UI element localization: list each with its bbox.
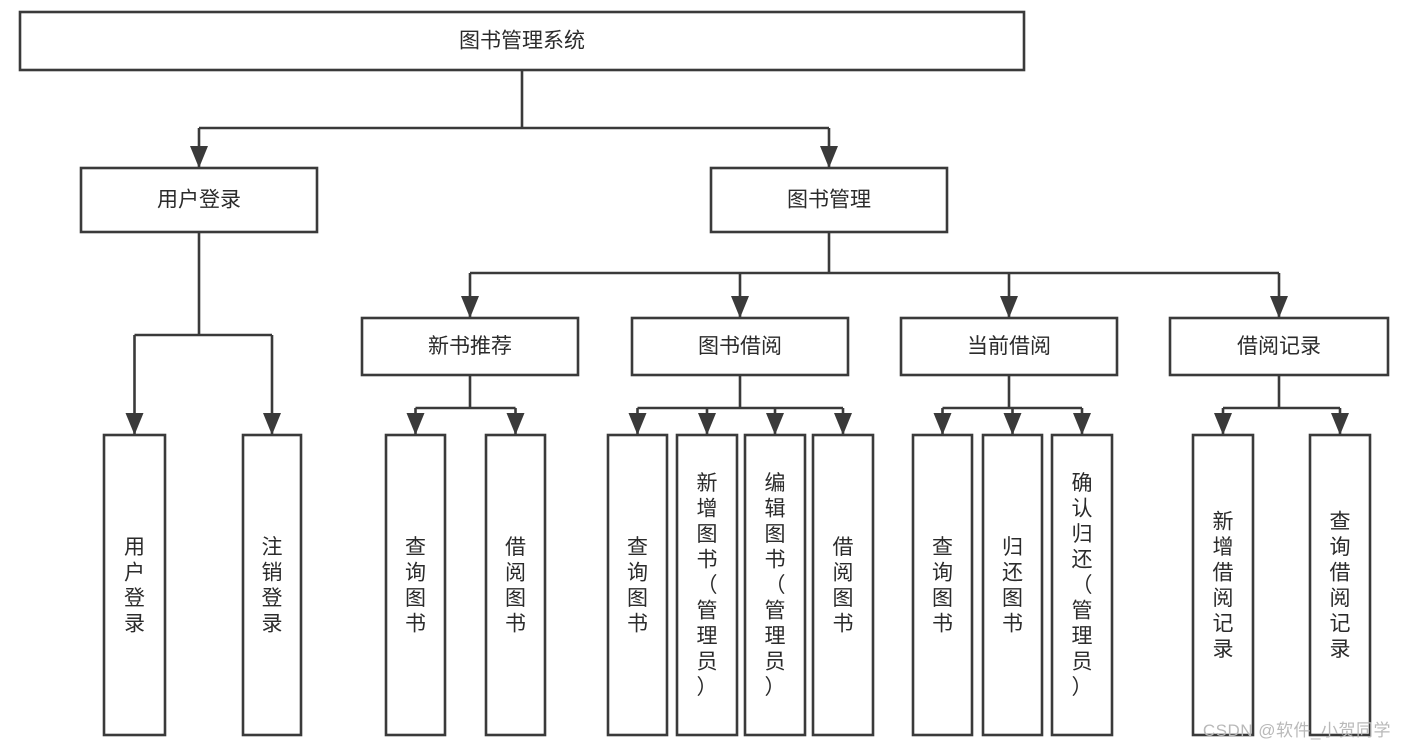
node-label: 查询借阅记录 — [1330, 510, 1351, 661]
node-label: 归还图书 — [1002, 536, 1023, 636]
arrow-head-icon — [190, 146, 208, 168]
node-user-login[interactable]: 用户登录 — [79, 166, 319, 234]
node-leaf-query-book-rec[interactable]: 查询图书 — [384, 433, 447, 737]
node-box[interactable] — [709, 166, 949, 234]
node-layer: 图书管理系统用户登录图书管理新书推荐图书借阅当前借阅借阅记录用户登录注销登录查询… — [18, 10, 1390, 737]
arrow-head-icon — [1214, 413, 1232, 435]
node-label: 确认归还（管理员） — [1072, 472, 1093, 699]
arrow-head-icon — [698, 413, 716, 435]
node-box[interactable] — [1168, 316, 1390, 377]
node-leaf-user-login[interactable]: 用户登录 — [102, 433, 167, 737]
arrow-head-icon — [406, 413, 425, 435]
node-box[interactable] — [1050, 433, 1114, 737]
node-book-borrow[interactable]: 图书借阅 — [630, 316, 850, 377]
arrow-head-icon — [263, 413, 281, 435]
arrow-head-icon — [766, 413, 784, 435]
node-box[interactable] — [606, 433, 669, 737]
node-leaf-edit-book[interactable]: 编辑图书（管理员） — [743, 433, 807, 737]
arrow-head-icon — [1003, 413, 1022, 435]
node-box[interactable] — [911, 433, 974, 737]
node-root[interactable]: 图书管理系统 — [18, 10, 1026, 72]
node-label: 新书推荐 — [428, 335, 512, 358]
node-box[interactable] — [484, 433, 547, 737]
node-box[interactable] — [981, 433, 1044, 737]
node-label: 借阅记录 — [1237, 335, 1321, 358]
node-box[interactable] — [384, 433, 447, 737]
node-box[interactable] — [102, 433, 167, 737]
node-leaf-query-book-cur[interactable]: 查询图书 — [911, 433, 974, 737]
node-label: 用户登录 — [157, 189, 241, 212]
node-leaf-borrow-book[interactable]: 借阅图书 — [811, 433, 875, 737]
node-label: 查询图书 — [932, 536, 953, 636]
arrow-head-icon — [820, 146, 838, 168]
node-leaf-return-book[interactable]: 归还图书 — [981, 433, 1044, 737]
node-label: 新增借阅记录 — [1213, 510, 1234, 661]
node-label: 查询图书 — [627, 536, 648, 636]
connector-layer — [125, 70, 1349, 435]
node-label: 用户登录 — [124, 536, 145, 636]
arrow-head-icon — [1073, 413, 1091, 435]
node-leaf-query-record[interactable]: 查询借阅记录 — [1308, 433, 1372, 737]
node-leaf-add-record[interactable]: 新增借阅记录 — [1191, 433, 1255, 737]
arrow-head-icon — [1270, 296, 1288, 318]
node-borrow-record[interactable]: 借阅记录 — [1168, 316, 1390, 377]
arrow-head-icon — [834, 413, 852, 435]
node-box[interactable] — [630, 316, 850, 377]
arrow-head-icon — [506, 413, 525, 435]
node-box[interactable] — [811, 433, 875, 737]
node-new-book-rec[interactable]: 新书推荐 — [360, 316, 580, 377]
node-box[interactable] — [899, 316, 1119, 377]
node-box[interactable] — [79, 166, 319, 234]
node-box[interactable] — [1191, 433, 1255, 737]
arrow-head-icon — [461, 296, 479, 318]
node-box[interactable] — [743, 433, 807, 737]
node-box[interactable] — [360, 316, 580, 377]
node-label: 查询图书 — [405, 536, 426, 636]
node-leaf-borrow-book-rec[interactable]: 借阅图书 — [484, 433, 547, 737]
node-label: 图书管理系统 — [459, 30, 585, 53]
node-label: 新增图书（管理员） — [697, 472, 718, 699]
node-box[interactable] — [241, 433, 303, 737]
node-label: 借阅图书 — [833, 536, 854, 636]
node-box[interactable] — [18, 10, 1026, 72]
arrow-head-icon — [1000, 296, 1018, 318]
arrow-head-icon — [731, 296, 749, 318]
node-box[interactable] — [675, 433, 739, 737]
arrow-head-icon — [933, 413, 952, 435]
node-current-borrow[interactable]: 当前借阅 — [899, 316, 1119, 377]
arrow-head-icon — [125, 413, 144, 435]
node-box[interactable] — [1308, 433, 1372, 737]
node-leaf-add-book[interactable]: 新增图书（管理员） — [675, 433, 739, 737]
node-leaf-confirm-return[interactable]: 确认归还（管理员） — [1050, 433, 1114, 737]
node-label: 图书管理 — [787, 189, 871, 212]
arrow-head-icon — [1331, 413, 1349, 435]
node-leaf-logout[interactable]: 注销登录 — [241, 433, 303, 737]
node-label: 编辑图书（管理员） — [765, 472, 786, 699]
node-label: 注销登录 — [262, 536, 283, 636]
node-book-manage[interactable]: 图书管理 — [709, 166, 949, 234]
node-label: 借阅图书 — [505, 536, 526, 636]
arrow-head-icon — [628, 413, 647, 435]
node-leaf-query-book-borrow[interactable]: 查询图书 — [606, 433, 669, 737]
node-label: 图书借阅 — [698, 335, 782, 358]
node-label: 当前借阅 — [967, 335, 1051, 358]
